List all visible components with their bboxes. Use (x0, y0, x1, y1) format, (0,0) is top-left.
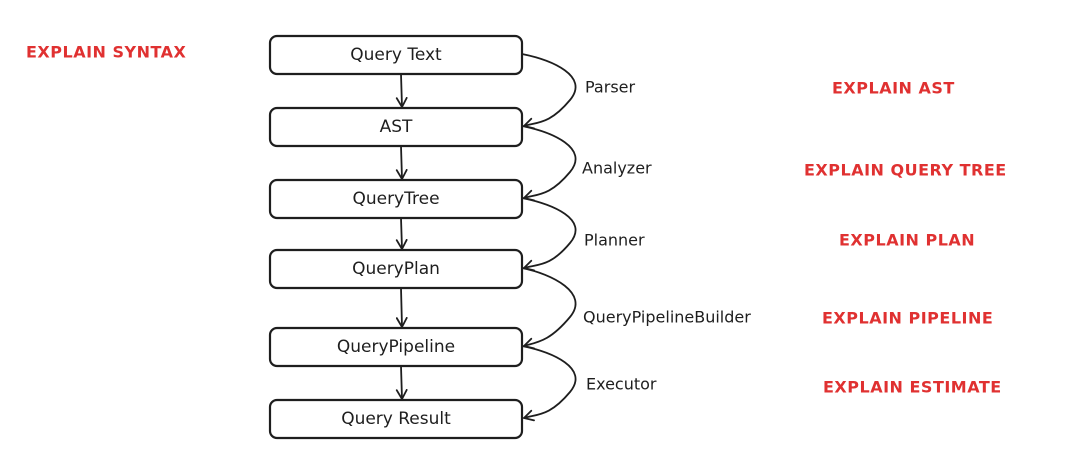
node-queryplan: QueryPlan (268, 248, 524, 290)
node-label: Query Text (350, 45, 442, 65)
explain-label-explain-query-tree: EXPLAIN QUERY TREE (804, 161, 1007, 180)
flow-arrow (395, 73, 408, 108)
node-querytree: QueryTree (268, 178, 524, 220)
flow-arrow (395, 217, 408, 250)
stage-label-analyzer: Analyzer (582, 159, 652, 178)
explain-label-explain-plan: EXPLAIN PLAN (839, 231, 975, 250)
stage-arrow-planner (521, 197, 577, 272)
node-ast: AST (268, 106, 524, 148)
node-box (268, 178, 524, 220)
node-label: Query Result (341, 409, 451, 429)
stage-arrow-executor (521, 345, 577, 422)
node-query-text: Query Text (268, 34, 524, 76)
stage-arrow-analyzer (521, 125, 577, 202)
node-label: QueryPipeline (337, 337, 455, 357)
flow-arrow (395, 287, 408, 328)
node-query-result: Query Result (268, 398, 524, 440)
node-label: QueryPlan (352, 259, 440, 279)
node-label: AST (380, 117, 413, 137)
node-box (268, 398, 524, 440)
explain-syntax-label: EXPLAIN SYNTAX (26, 43, 187, 62)
stage-label-parser: Parser (585, 78, 635, 97)
explain-label-explain-ast: EXPLAIN AST (832, 79, 955, 98)
stage-label-executor: Executor (586, 375, 657, 394)
flow-arrow (395, 365, 408, 400)
node-box (268, 106, 524, 148)
stage-label-querypipelinebuilder: QueryPipelineBuilder (583, 308, 751, 327)
stage-arrow-parser (521, 53, 577, 130)
flow-arrow (395, 145, 408, 180)
edges-layer (395, 53, 577, 422)
explain-label-explain-pipeline: EXPLAIN PIPELINE (822, 309, 993, 328)
labels-layer: Parser EXPLAIN AST Analyzer EXPLAIN QUERY T… (582, 78, 1007, 397)
node-label: QueryTree (352, 189, 439, 209)
node-box (268, 34, 524, 76)
node-box (268, 248, 524, 290)
stage-label-planner: Planner (584, 231, 645, 250)
stage-arrow-querypipelinebuilder (521, 267, 577, 350)
node-box (268, 326, 524, 368)
node-querypipeline: QueryPipeline (268, 326, 524, 368)
explain-label-explain-estimate: EXPLAIN ESTIMATE (823, 378, 1002, 397)
